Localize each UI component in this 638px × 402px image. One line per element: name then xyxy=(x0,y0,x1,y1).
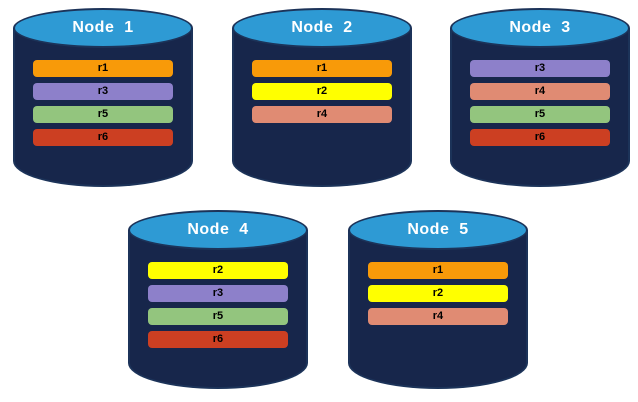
record-bar[interactable]: r5 xyxy=(147,308,289,325)
node-title: Node 1 xyxy=(72,19,134,36)
record-bar[interactable]: r2 xyxy=(251,83,393,100)
cylinder-top-ellipse xyxy=(128,210,308,250)
record-list: r1 r3 r5 r6 xyxy=(13,60,193,146)
cylinder-top-ellipse xyxy=(348,210,528,250)
record-bar[interactable]: r6 xyxy=(147,331,289,348)
record-bar[interactable]: r2 xyxy=(367,285,509,302)
record-bar[interactable]: r1 xyxy=(251,60,393,77)
record-list: r1 r2 r4 xyxy=(232,60,412,123)
record-bar[interactable]: r5 xyxy=(469,106,611,123)
node-title: Node 4 xyxy=(187,221,249,238)
record-bar[interactable]: r5 xyxy=(32,106,174,123)
record-list: r2 r3 r5 r6 xyxy=(128,262,308,348)
record-bar[interactable]: r4 xyxy=(251,106,393,123)
node-title: Node 2 xyxy=(291,19,353,36)
cylinder-top-ellipse xyxy=(232,8,412,48)
record-bar[interactable]: r2 xyxy=(147,262,289,279)
database-node-5[interactable]: Node 5 r1 r2 r4 xyxy=(348,210,528,389)
database-node-1[interactable]: Node 1 r1 r3 r5 r6 xyxy=(13,8,193,187)
record-bar[interactable]: r1 xyxy=(32,60,174,77)
record-bar[interactable]: r1 xyxy=(367,262,509,279)
record-bar[interactable]: r3 xyxy=(147,285,289,302)
database-node-2[interactable]: Node 2 r1 r2 r4 xyxy=(232,8,412,187)
record-bar[interactable]: r4 xyxy=(367,308,509,325)
node-title: Node 3 xyxy=(509,19,571,36)
record-bar[interactable]: r3 xyxy=(469,60,611,77)
record-bar[interactable]: r3 xyxy=(32,83,174,100)
record-list: r1 r2 r4 xyxy=(348,262,528,325)
cylinder-top-ellipse xyxy=(13,8,193,48)
node-title: Node 5 xyxy=(407,221,469,238)
database-node-3[interactable]: Node 3 r3 r4 r5 r6 xyxy=(450,8,630,187)
record-bar[interactable]: r6 xyxy=(32,129,174,146)
record-bar[interactable]: r6 xyxy=(469,129,611,146)
database-node-4[interactable]: Node 4 r2 r3 r5 r6 xyxy=(128,210,308,389)
cylinder-top-ellipse xyxy=(450,8,630,48)
record-bar[interactable]: r4 xyxy=(469,83,611,100)
record-list: r3 r4 r5 r6 xyxy=(450,60,630,146)
